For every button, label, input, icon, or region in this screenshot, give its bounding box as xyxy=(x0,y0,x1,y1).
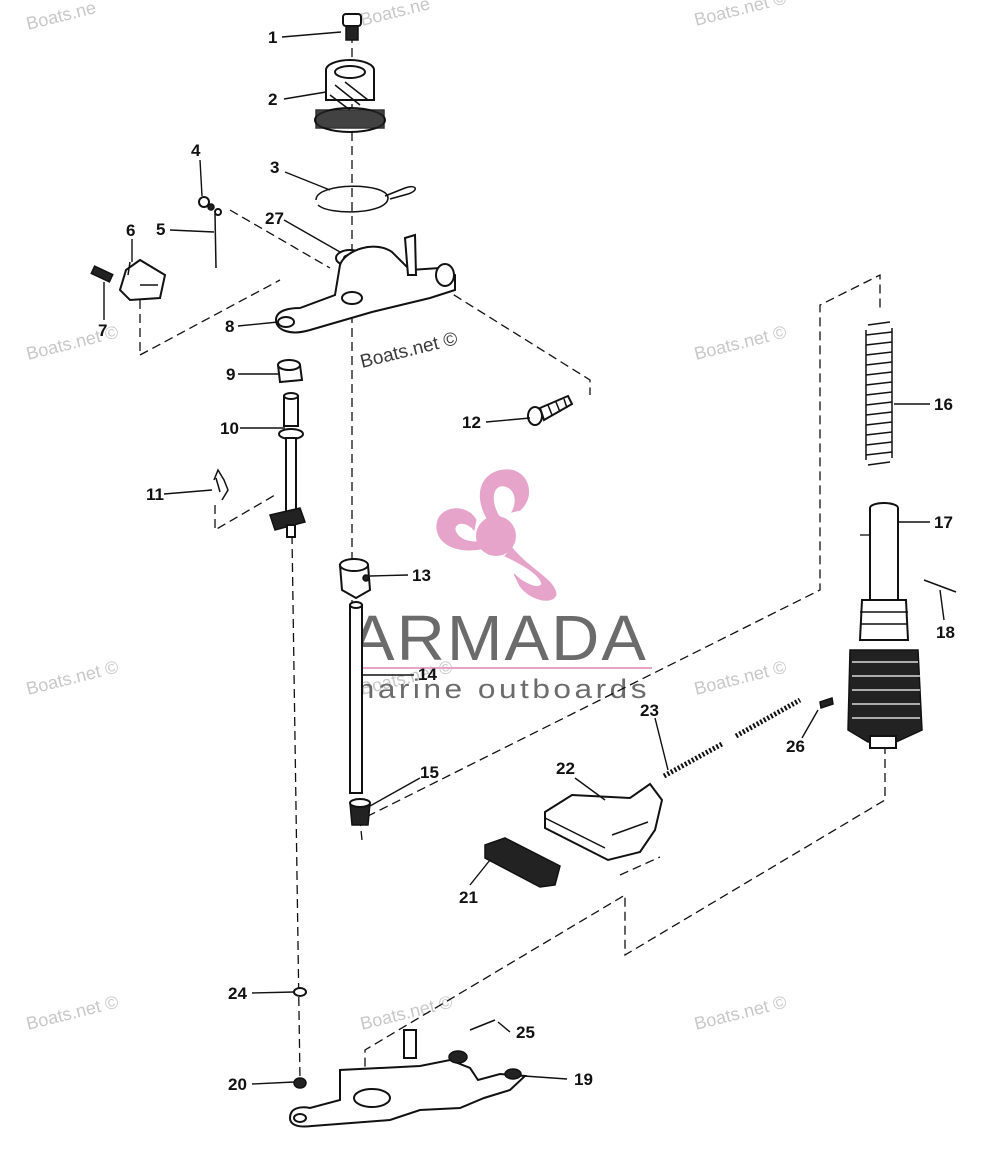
part-11-cotter-pin xyxy=(213,468,229,501)
part-16-spring xyxy=(865,321,893,466)
watermark: Boats.net © xyxy=(358,328,460,372)
callout-16: 16 xyxy=(934,395,953,414)
watermark: Boats.net © xyxy=(358,992,454,1034)
part-10-shift-shaft xyxy=(269,392,306,538)
watermark-layer: Boats.ne Boats.ne Boats.net © Boats.net … xyxy=(24,0,788,1034)
armada-logo: ARMADA marine outboards xyxy=(348,469,652,704)
watermark: Boats.net © xyxy=(692,657,788,699)
callout-labels: 1 2 3 4 5 6 7 8 9 10 11 12 13 14 15 16 1… xyxy=(98,28,955,1094)
callout-25: 25 xyxy=(516,1023,535,1042)
watermark: Boats.ne xyxy=(24,0,98,34)
parts-layer xyxy=(90,13,957,1128)
part-24-e-clip xyxy=(293,987,307,997)
callout-6: 6 xyxy=(126,221,135,240)
callout-20: 20 xyxy=(228,1075,247,1094)
brand-tagline: marine outboards xyxy=(348,674,650,704)
part-15-bushing xyxy=(349,798,371,826)
callout-19: 19 xyxy=(574,1070,593,1089)
callout-11: 11 xyxy=(146,485,164,504)
callout-27: 27 xyxy=(265,209,284,228)
callout-17: 17 xyxy=(934,513,953,532)
watermark: Boats.net © xyxy=(692,992,788,1034)
watermark: Boats.net © xyxy=(24,657,120,699)
callout-9: 9 xyxy=(226,365,235,384)
part-23-threaded-rod xyxy=(662,697,802,779)
callout-4: 4 xyxy=(191,141,201,160)
part-25-pin xyxy=(469,1019,496,1031)
callout-12: 12 xyxy=(462,413,481,432)
part-7-screw xyxy=(90,265,114,283)
callout-8: 8 xyxy=(225,317,234,336)
callout-14: 14 xyxy=(418,665,437,684)
callout-21: 21 xyxy=(459,888,478,907)
leader-lines xyxy=(103,31,945,1085)
watermark: Boats.net © xyxy=(692,322,788,364)
part-4-nut xyxy=(198,196,215,211)
part-21-plate xyxy=(484,837,561,888)
part-17-boot-bellows xyxy=(847,649,923,749)
watermark: Boats.net © xyxy=(24,992,120,1034)
part-12-screw xyxy=(527,394,574,426)
part-20-nut xyxy=(293,1077,307,1089)
callout-1: 1 xyxy=(268,28,277,47)
propeller-icon xyxy=(436,469,557,601)
part-19-shift-lever xyxy=(288,1029,528,1128)
callout-7: 7 xyxy=(98,321,107,340)
part-3-retainer-clip xyxy=(315,185,416,213)
part-14-shift-rod xyxy=(349,601,363,794)
part-6-bracket xyxy=(118,258,167,302)
part-8-shift-lever xyxy=(274,233,456,334)
part-13-coupler xyxy=(338,558,372,600)
part-9-bushing xyxy=(276,359,304,384)
callout-2: 2 xyxy=(268,90,277,109)
part-5-pin xyxy=(214,208,222,269)
part-2-pinion-gear xyxy=(314,59,386,133)
callout-15: 15 xyxy=(420,763,439,782)
brand-name: ARMADA xyxy=(350,602,648,674)
callout-24: 24 xyxy=(228,984,247,1003)
part-26-pin xyxy=(819,697,834,709)
callout-22: 22 xyxy=(556,759,575,778)
part-18-roll-pin xyxy=(923,579,957,593)
watermark: Boats.ne xyxy=(358,0,432,30)
part-22-shift-handle xyxy=(544,782,664,862)
callout-3: 3 xyxy=(270,158,279,177)
callout-18: 18 xyxy=(936,623,955,642)
callout-13: 13 xyxy=(412,566,431,585)
callout-23: 23 xyxy=(640,701,659,720)
callout-5: 5 xyxy=(156,220,165,239)
callout-26: 26 xyxy=(786,737,805,756)
part-17-shift-tube xyxy=(858,502,910,641)
callout-10: 10 xyxy=(220,419,239,438)
watermark: Boats.net © xyxy=(692,0,788,30)
part-1-screw xyxy=(342,13,362,41)
